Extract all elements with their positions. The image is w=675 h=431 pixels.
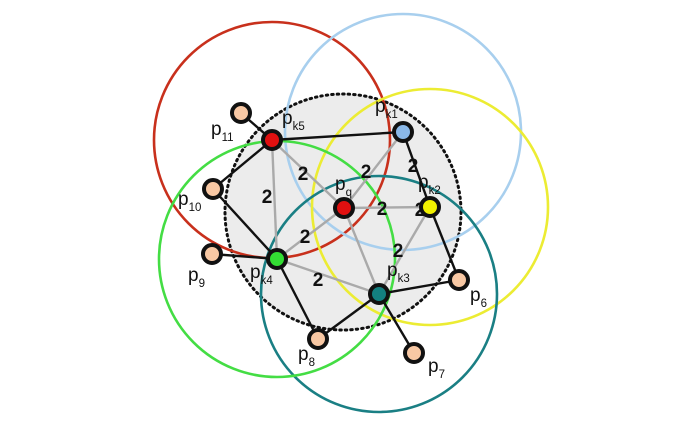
edge-weight-label: 2 bbox=[262, 187, 273, 208]
black-edge-p8-pk3 bbox=[317, 293, 380, 340]
node-label-p8: p8 bbox=[298, 344, 315, 369]
edge-weight-label: 2 bbox=[313, 270, 324, 291]
node-label-pk3: pk3 bbox=[387, 260, 410, 285]
node-pk5 bbox=[261, 129, 283, 151]
gray-edge-pk5-pq bbox=[271, 139, 345, 209]
edge-weight-label: 2 bbox=[408, 156, 419, 177]
gray-edge-pq-pk2 bbox=[343, 205, 431, 210]
node-label-pk5: pk5 bbox=[282, 108, 305, 133]
neighborhood-circle-pk3 bbox=[259, 174, 499, 414]
edge-weight-label: 2 bbox=[298, 164, 309, 185]
neighborhood-circle-pk2 bbox=[310, 87, 550, 327]
node-p7 bbox=[403, 342, 425, 364]
node-label-pq: pq bbox=[335, 174, 352, 199]
edge-weight-label: 2 bbox=[361, 162, 372, 183]
black-edge-p10-pk4 bbox=[212, 188, 278, 260]
node-label-p11: p11 bbox=[211, 119, 234, 144]
gray-edge-pq-pk4 bbox=[276, 207, 345, 260]
node-label-p10: p10 bbox=[178, 189, 201, 214]
black-edge-pk4-p8 bbox=[275, 258, 320, 340]
node-label-p7: p7 bbox=[428, 356, 445, 381]
nodes-layer bbox=[201, 102, 470, 364]
black-edge-pk5-pk1 bbox=[271, 130, 404, 142]
node-label-p6: p6 bbox=[470, 285, 487, 310]
gray-edge-pk5-pk4 bbox=[270, 139, 279, 260]
node-labels-layer: pq pk1 pk2 pk3 pk4 pk5 p6 p7 p8 p9 p10 p11 bbox=[178, 96, 487, 381]
black-edge-pk3-p7 bbox=[377, 293, 416, 354]
node-p6 bbox=[448, 269, 470, 291]
gray-edge-pk2-pk3 bbox=[377, 206, 432, 295]
black-edge-pk3-p6 bbox=[378, 278, 460, 296]
black-edge-pk5-p10 bbox=[212, 139, 273, 190]
node-pq bbox=[333, 197, 355, 219]
node-pk4 bbox=[266, 248, 288, 270]
edges-layer bbox=[211, 112, 461, 354]
gray-edge-pk1-pq bbox=[343, 131, 404, 209]
gray-edge-pk4-pk3 bbox=[276, 257, 380, 296]
edge-weight-label: 2 bbox=[393, 241, 404, 262]
node-p8 bbox=[307, 328, 329, 350]
black-edge-pk2-pk1 bbox=[401, 131, 432, 208]
gray-edge-pq-pk3 bbox=[342, 207, 381, 295]
node-label-p9: p9 bbox=[188, 265, 205, 290]
node-label-pk4: pk4 bbox=[250, 262, 273, 287]
node-label-pk2: pk2 bbox=[418, 172, 441, 197]
edge-weight-label: 2 bbox=[300, 227, 311, 248]
node-p11 bbox=[230, 102, 252, 124]
node-p10 bbox=[202, 178, 224, 200]
node-pk2 bbox=[419, 196, 441, 218]
node-p9 bbox=[201, 243, 223, 265]
node-pk3 bbox=[368, 283, 390, 305]
edge-weight-label: 2 bbox=[377, 199, 388, 220]
node-label-pk1: pk1 bbox=[375, 96, 398, 121]
black-edge-p6-pk2 bbox=[428, 206, 461, 281]
node-pk1 bbox=[392, 121, 414, 143]
